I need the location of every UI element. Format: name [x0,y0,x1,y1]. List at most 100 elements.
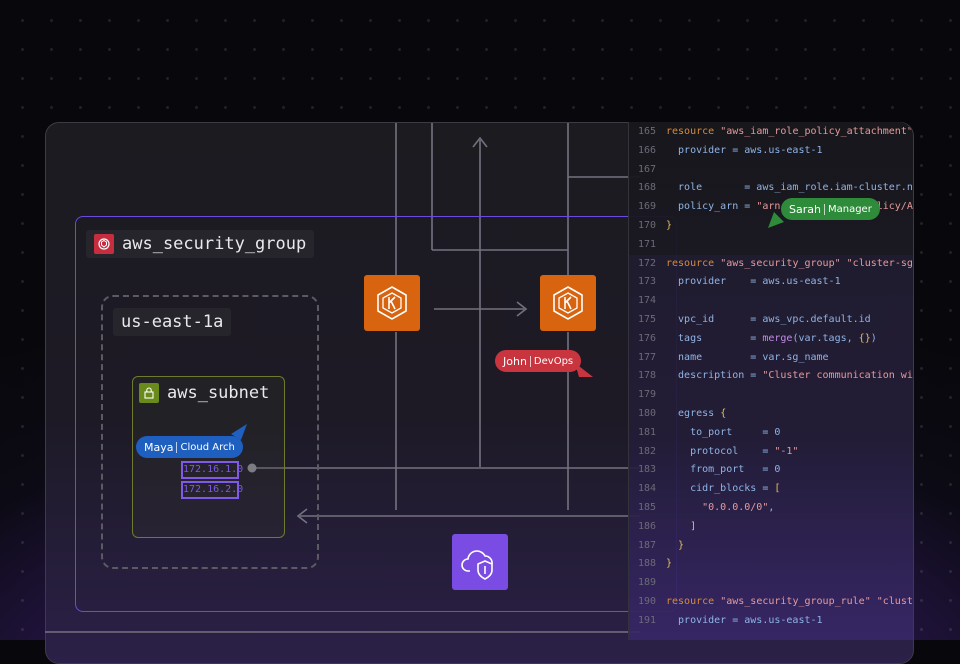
code-text: provider = aws.us-east-1 [666,144,823,156]
code-text: vpc_id = aws_vpc.default.id [666,314,871,325]
code-line[interactable]: 187 } [629,536,913,555]
code-text: protocol = "-1" [666,445,799,457]
line-number: 184 [637,483,656,495]
line-number: 187 [637,539,656,551]
cursor-pointer-icon [575,363,593,377]
code-line[interactable]: 170} [629,216,913,235]
line-number: 177 [637,351,656,363]
cursor-pointer-icon [768,212,784,228]
aws-subnet-lock-icon [139,383,159,403]
line-number: 173 [637,276,656,288]
code-text: ] [690,520,697,532]
code-line[interactable]: 189 [629,573,913,592]
cloud-shield-node[interactable] [452,534,508,590]
collaborator-tag-sarah: Sarah Manager [781,198,880,220]
aws-security-group-icon [94,234,114,254]
line-number: 185 [637,502,656,513]
amazon-eks-node-1[interactable] [364,275,420,331]
collaborator-tag-maya: Maya Cloud Arch [136,436,243,458]
code-line[interactable]: 179 [629,385,913,404]
code-text: from_port = 0 [666,464,781,476]
code-line[interactable]: 175 vpc_id = aws_vpc.default.id [629,310,913,329]
line-number: 172 [637,257,656,269]
code-text: resource "aws_iam_role_policy_attachment… [666,126,913,137]
subnet-label[interactable]: aws_subnet [139,383,269,403]
code-text: "0.0.0.0/0", [702,502,775,513]
line-number: 166 [637,144,656,156]
code-line[interactable]: 171 [629,235,913,254]
collaborator-role: Cloud Arch [180,441,235,453]
line-number: 191 [637,614,656,626]
code-line[interactable]: 168 role = aws_iam_role.iam-cluster.name [629,178,913,197]
line-number: 182 [637,445,656,457]
code-text: description = "Cluster communication wit… [666,370,913,382]
code-line[interactable]: 186 ] [629,517,913,536]
code-line[interactable]: 166 provider = aws.us-east-1 [629,141,913,160]
code-text: to_port = 0 [666,426,781,438]
line-number: 170 [637,220,656,231]
cloud-shield-icon [461,550,493,580]
line-number: 167 [637,163,656,175]
security-group-name: aws_security_group [122,234,307,254]
subnet-name: aws_subnet [167,383,270,403]
code-text: resource "aws_security_group" "cluster-s… [666,257,913,269]
code-line[interactable]: 178 description = "Cluster communication… [629,366,913,385]
line-number: 178 [637,370,656,382]
availability-zone-label[interactable]: us-east-1a [113,308,232,336]
subnet-cidr-2[interactable]: 172.16.2.0 [181,481,243,499]
code-text: cidr_blocks = [ [666,483,781,495]
line-number: 183 [637,464,656,476]
line-number: 169 [637,201,656,213]
code-line[interactable]: 184 cidr_blocks = [ [629,479,913,498]
code-line[interactable]: 188} [629,554,913,573]
code-line[interactable]: 172 resource "aws_security_group" "cluste… [629,254,913,273]
code-text: provider = aws.us-east-1 [666,614,823,626]
amazon-eks-node-2[interactable] [540,275,596,331]
code-line[interactable]: 165 resource "aws_iam_role_policy_attachm… [629,122,913,141]
code-line[interactable]: 191 provider = aws.us-east-1 [629,611,913,630]
code-text: resource "aws_security_group_rule" "clus… [666,596,913,607]
line-number: 180 [637,408,656,419]
security-group-label[interactable]: aws_security_group [86,230,315,258]
code-text: name = var.sg_name [666,351,829,363]
collaborator-role: Manager [827,203,872,215]
availability-zone-name: us-east-1a [121,312,224,332]
code-line[interactable]: 167 [629,160,913,179]
code-line[interactable]: 173 provider = aws.us-east-1 [629,272,913,291]
collaborator-name: Maya [144,440,174,454]
code-line[interactable]: 174 [629,291,913,310]
amazon-eks-icon [377,286,407,320]
line-number: 181 [637,426,656,438]
code-text: egress { [666,408,727,419]
code-line[interactable]: 190 resource "aws_security_group_rule" "c… [629,592,913,611]
line-number: 186 [637,520,656,532]
collaborator-name: John [503,354,527,368]
collaborator-name: Sarah [789,202,821,216]
code-line[interactable]: 176 tags = merge(var.tags, {}) [629,329,913,348]
line-number: 171 [637,238,656,250]
code-line[interactable]: 185 "0.0.0.0/0", [629,498,913,517]
code-line[interactable]: 180 egress { [629,404,913,423]
line-number: 175 [637,314,656,325]
line-number: 179 [637,389,656,401]
terraform-code-panel[interactable]: 165 resource "aws_iam_role_policy_attachm… [628,122,913,640]
code-text: tags = merge(var.tags, {}) [666,332,877,344]
code-line[interactable]: 177 name = var.sg_name [629,348,913,367]
code-text: } [666,558,673,570]
subnet-cidr-1[interactable]: 172.16.1.0 [181,461,243,479]
collaborator-tag-john: John DevOps [495,350,582,372]
code-text: provider = aws.us-east-1 [666,276,841,288]
amazon-eks-icon [553,286,583,320]
cursor-pointer-icon [231,424,247,440]
line-number: 165 [637,126,656,137]
collaborator-role: DevOps [533,355,574,367]
code-line[interactable]: 183 from_port = 0 [629,460,913,479]
line-number: 190 [637,596,656,607]
code-line[interactable]: 182 protocol = "-1" [629,442,913,461]
code-text: role = aws_iam_role.iam-cluster.name [666,182,913,194]
code-line[interactable]: 181 to_port = 0 [629,423,913,442]
code-text: } [666,220,673,231]
line-number: 188 [637,558,656,570]
line-number: 174 [637,295,656,307]
line-number: 176 [637,332,656,344]
